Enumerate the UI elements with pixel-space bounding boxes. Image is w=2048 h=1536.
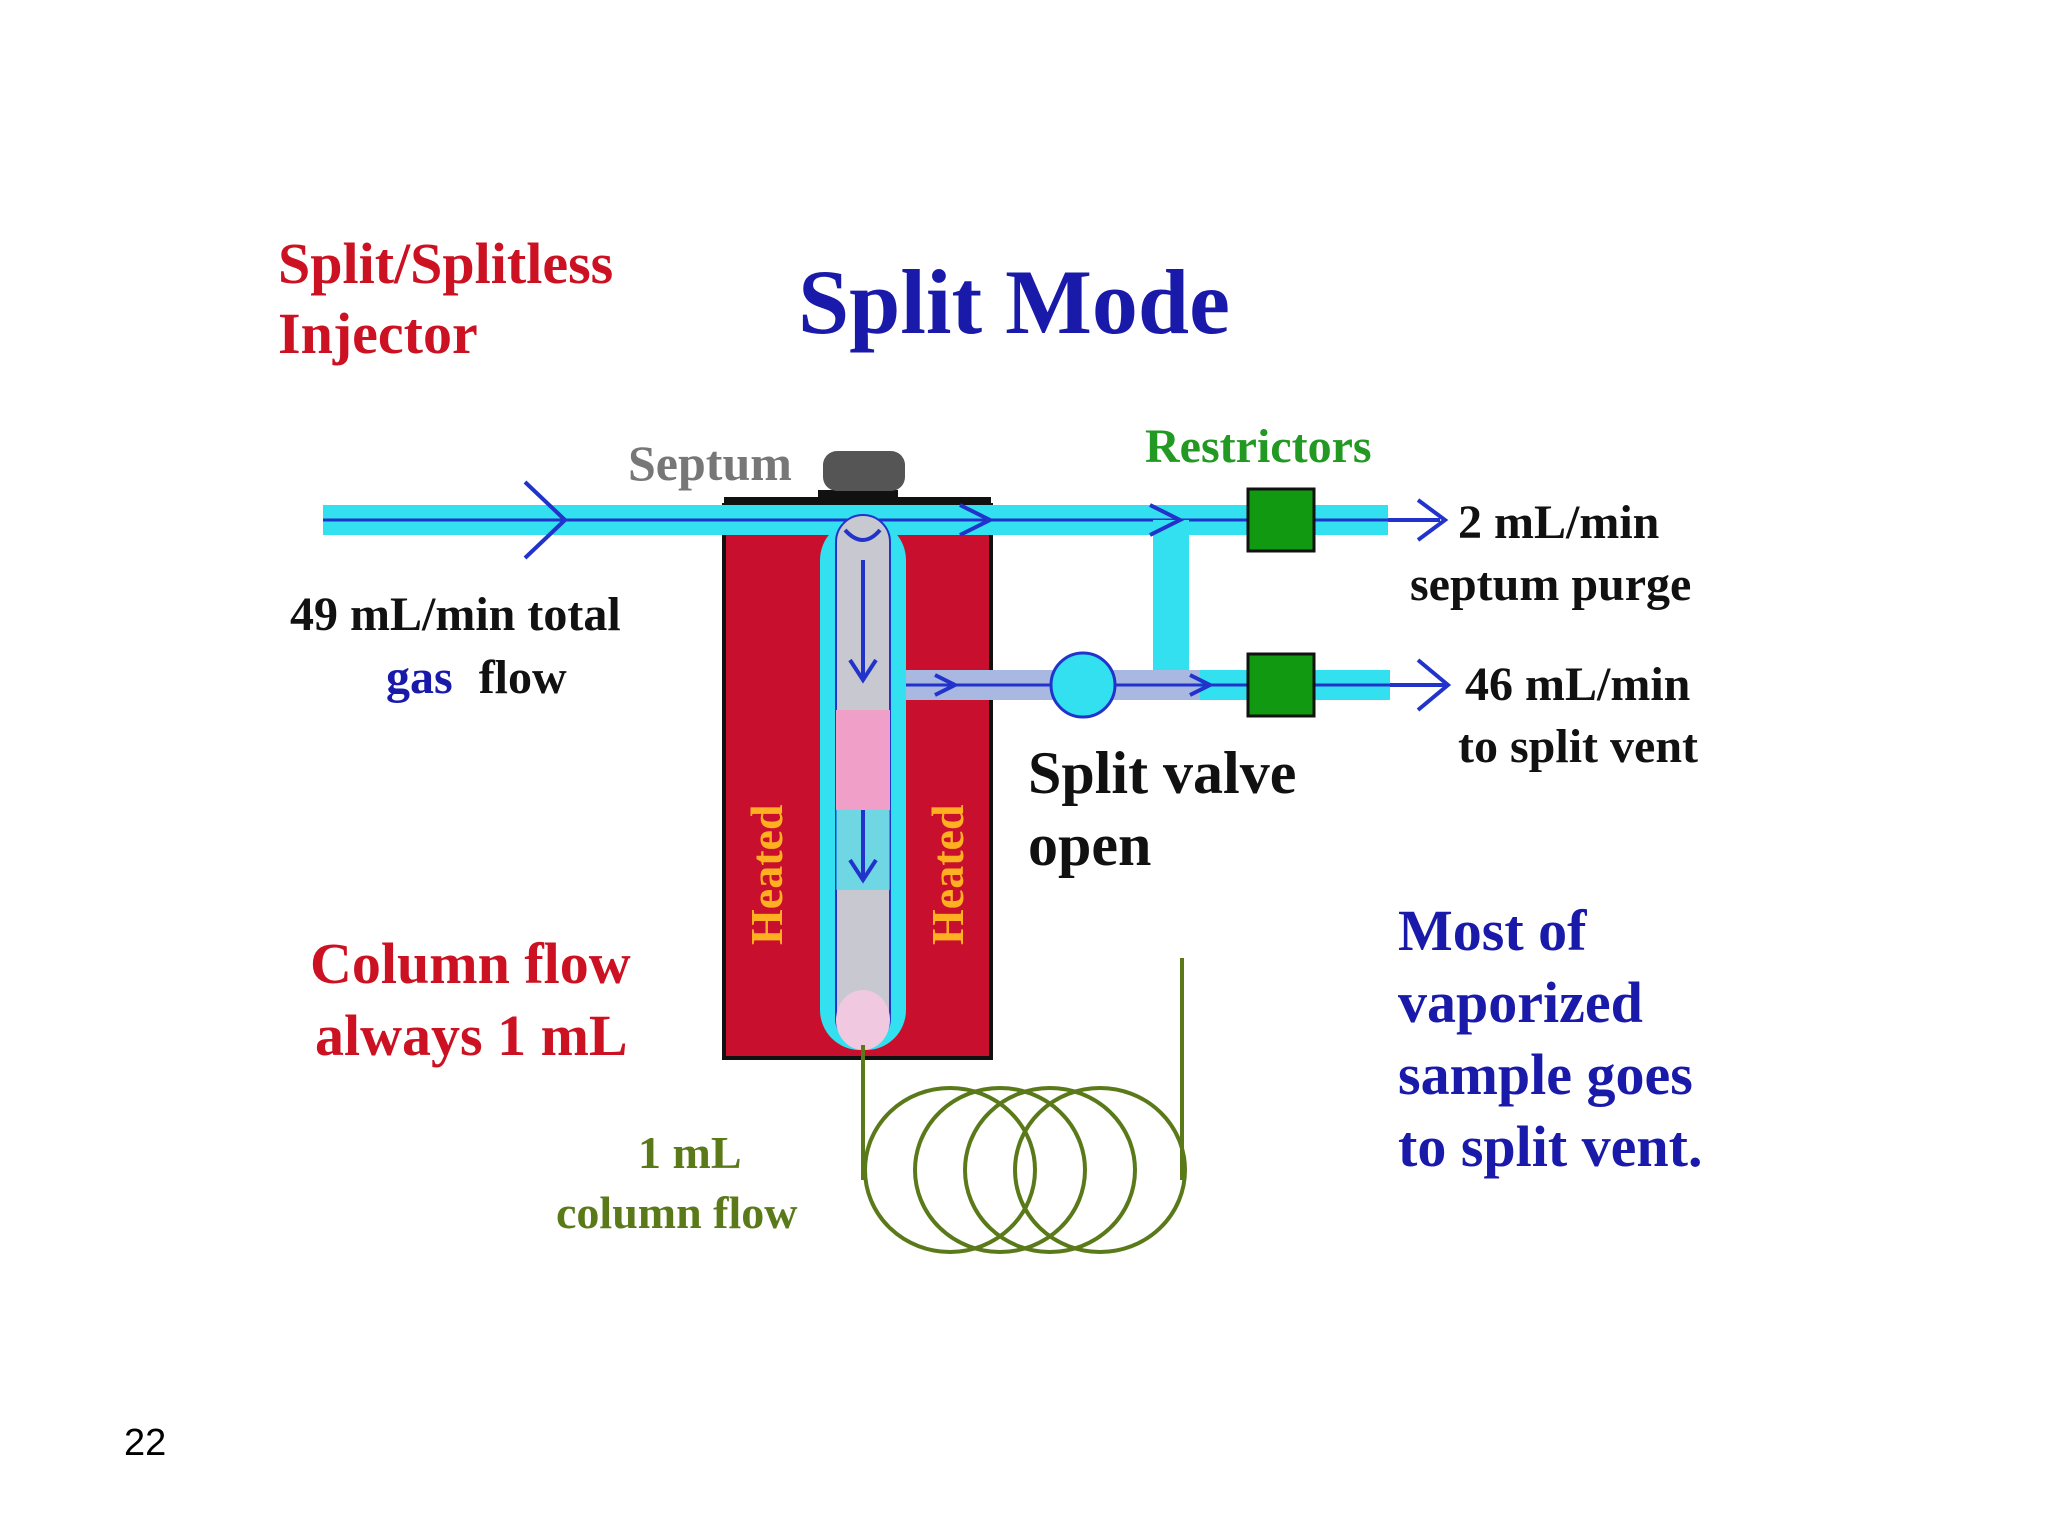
split-arrow-2: [1189, 673, 1215, 697]
diagram-title: Split Mode: [798, 251, 1230, 353]
note-line2: vaporized: [1398, 970, 1643, 1035]
note-line1: Most of: [1398, 898, 1587, 963]
vent-label-line1: 46 mL/min: [1465, 658, 1690, 711]
restrictor-purge: [1246, 487, 1316, 553]
sample-vapor-zone: [836, 710, 890, 810]
injector-label-line1: Split/Splitless: [278, 231, 613, 296]
total-flow-line1: 49 mL/min total: [290, 588, 621, 641]
purge-label-line2: septum purge: [1410, 558, 1691, 611]
split-arrow-1: [934, 673, 960, 697]
purge-label-line1: 2 mL/min: [1458, 496, 1659, 549]
note-line4: to split vent.: [1398, 1114, 1703, 1179]
total-flow-flow: flow: [479, 651, 567, 704]
column-label-line1: 1 mL: [638, 1127, 742, 1178]
split-out-arrow: [1416, 658, 1452, 712]
restrictor-split: [1246, 652, 1316, 718]
valve-label-line1: Split valve: [1028, 740, 1296, 806]
split-valve: [1049, 651, 1117, 719]
slide-number: 22: [124, 1422, 167, 1464]
total-flow-line2: gas flow: [386, 651, 567, 704]
column-label-line2: column flow: [556, 1187, 798, 1238]
line-arrow-1: [959, 503, 995, 537]
line-arrow-2: [1149, 503, 1185, 537]
inlet-arrow: [523, 480, 568, 560]
purge-split-connector: [1153, 520, 1189, 685]
purge-out-arrow: [1416, 498, 1449, 542]
injector-label-line2: Injector: [278, 301, 478, 366]
septum-cap: [823, 451, 905, 491]
liner-down-arrow-1: [848, 658, 878, 684]
valve-label-line2: open: [1028, 812, 1151, 878]
heated-label-left: Heated: [741, 804, 792, 945]
liner-down-arrow-2: [848, 858, 878, 884]
total-flow-gas: gas: [386, 651, 453, 704]
note-line3: sample goes: [1398, 1042, 1693, 1107]
column-flow-note-line2: always 1 mL: [315, 1003, 628, 1068]
liner-top-swirl: [843, 528, 882, 542]
heated-label-right: Heated: [922, 804, 973, 945]
septum-label: Septum: [628, 435, 792, 491]
vent-label-line2: to split vent: [1458, 720, 1698, 773]
column-flow-note-line1: Column flow: [310, 931, 631, 996]
restrictors-label: Restrictors: [1145, 420, 1372, 473]
liner-bottom: [836, 990, 890, 1050]
column-coil: [861, 958, 1187, 1254]
